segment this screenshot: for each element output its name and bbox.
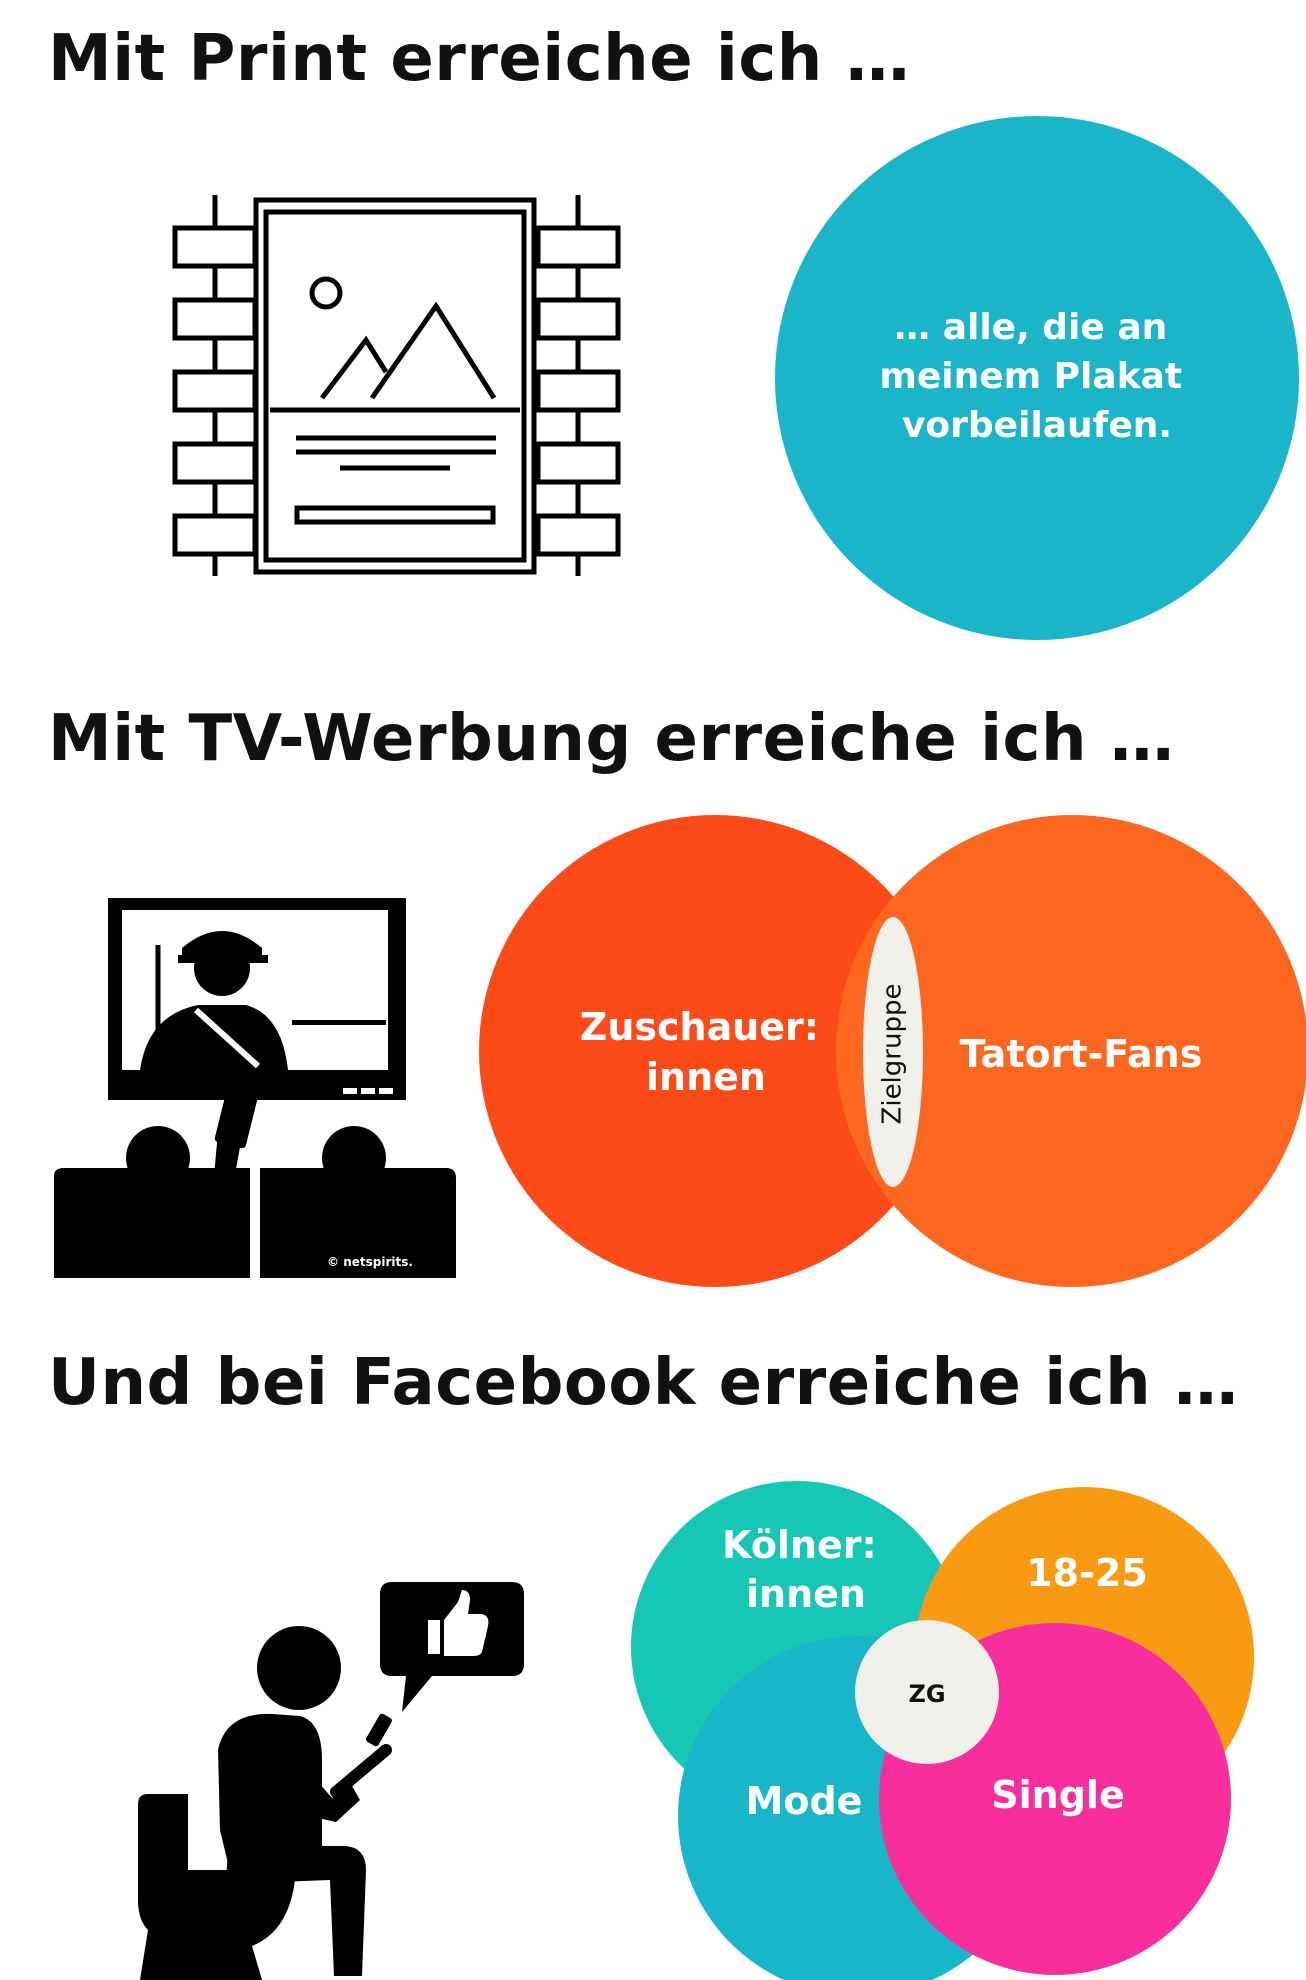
fb-circle-cologne-line-1: Kölner: [722, 1523, 877, 1567]
svg-text:Single: Single [991, 1773, 1124, 1817]
svg-text:Tatort-Fans: Tatort-Fans [960, 1032, 1203, 1076]
print-circle-line-1: … alle, die an [894, 307, 1167, 348]
svg-text:Kölner: innen: Kölner: innen [722, 1523, 890, 1616]
tv-overlap-target-group [863, 917, 923, 1187]
tv-venn-diagram: Zuschauer: innen Tatort-Fans Zielgruppe [479, 815, 1306, 1287]
print-reach-circle: … alle, die an meinem Plakat vorbeilaufe… [775, 116, 1299, 640]
print-circle [775, 116, 1299, 640]
icon-credit: © netspirits. [327, 1255, 413, 1269]
fb-overlap-label: ZG [908, 1680, 945, 1708]
svg-text:Mode: Mode [746, 1779, 863, 1823]
person-on-toilet-with-phone-icon [138, 1582, 524, 1980]
heading-print: Mit Print erreiche ich … [48, 22, 911, 96]
tv-circle-viewers-line-2: innen [646, 1055, 766, 1099]
svg-text:18-25: 18-25 [1026, 1551, 1148, 1595]
fb-circle-cologne-line-2: innen [746, 1572, 866, 1616]
tv-audience-icon: © netspirits. [54, 898, 456, 1278]
svg-text:Zuschauer: innen: Zuschauer: innen [580, 1005, 832, 1099]
print-circle-line-2: meinem Plakat [879, 356, 1182, 397]
facebook-venn-diagram: Kölner: innen 18-25 Mode Single ZG [631, 1481, 1254, 1980]
poster-on-wall-icon [172, 195, 621, 576]
fb-circle-fashion-label: Mode [746, 1779, 863, 1823]
tv-circle-viewers-line-1: Zuschauer: [580, 1005, 819, 1049]
fb-circle-age-label: 18-25 [1026, 1551, 1148, 1595]
heading-facebook: Und bei Facebook erreiche ich … [48, 1346, 1239, 1420]
tv-circle-tatort-fans [836, 815, 1306, 1287]
heading-tv: Mit TV-Werbung erreiche ich … [48, 702, 1175, 776]
print-circle-line-3: vorbeilaufen. [902, 405, 1172, 446]
tv-overlap-label: Zielgruppe [878, 984, 908, 1125]
thumbs-up-icon [428, 1590, 489, 1656]
fb-overlap-target-group [855, 1620, 999, 1764]
tv-circle-tatort-label: Tatort-Fans [960, 1032, 1203, 1076]
fb-circle-single-label: Single [991, 1773, 1124, 1817]
tv-circle-viewers [479, 815, 951, 1287]
svg-text:… alle, die an meinem Pl: … alle, die an meinem Plakat vorbeilaufe… [879, 307, 1194, 446]
